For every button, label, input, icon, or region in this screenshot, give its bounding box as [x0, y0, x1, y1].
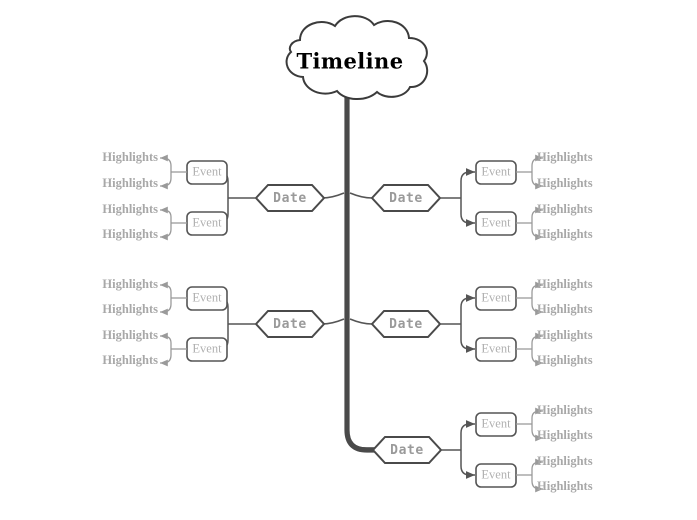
hexagon-shape [254, 184, 326, 212]
highlight-label: Highlights [102, 176, 158, 190]
root-label: Timeline [297, 49, 404, 74]
event-node-2-right-a[interactable]: Event [475, 286, 517, 311]
event-node-2-left-a[interactable]: Event [186, 286, 228, 311]
event-node-3-right-a[interactable]: Event [475, 412, 517, 437]
hl-link-1 [160, 154, 172, 172]
spine-to-event-1 [460, 294, 475, 324]
event-node-1-left-a[interactable]: Event [186, 160, 228, 185]
event-node-1-right-b[interactable]: Event [475, 211, 517, 236]
highlight-label: Highlights [537, 428, 593, 442]
hl-link-3 [531, 206, 543, 223]
hl-link-4 [531, 223, 543, 241]
branch-2-right: Date Event Highlights Highlights Event H… [349, 277, 593, 367]
highlight-label: Highlights [102, 227, 158, 241]
date-label: Date [389, 191, 423, 206]
hl-link-1 [531, 154, 543, 172]
date-node-1-left[interactable]: Date [254, 184, 326, 212]
trunk-to-date-link [321, 192, 345, 199]
central-trunk [344, 92, 381, 453]
event-node-3-right-b[interactable]: Event [475, 463, 517, 488]
event-label: Event [481, 215, 511, 229]
highlight-label: Highlights [102, 328, 158, 342]
date-label: Date [390, 443, 424, 458]
hl-link-1 [531, 407, 543, 424]
hl-link-2 [531, 172, 543, 190]
spine-to-event-2 [460, 198, 475, 227]
highlight-label: Highlights [537, 479, 593, 493]
date-label: Date [273, 317, 307, 332]
hl-link-4 [160, 223, 172, 241]
hl-link-3 [531, 458, 543, 475]
event-node-1-right-a[interactable]: Event [475, 160, 517, 185]
hl-link-1 [531, 281, 543, 298]
highlight-label: Highlights [537, 403, 593, 417]
hl-link-3 [160, 332, 172, 349]
hl-link-4 [531, 475, 543, 493]
event-label: Event [192, 215, 222, 229]
event-label: Event [192, 341, 222, 355]
event-label: Event [192, 164, 222, 178]
highlight-label: Highlights [102, 202, 158, 216]
event-label: Event [481, 341, 511, 355]
hl-link-2 [531, 298, 543, 316]
date-node-2-right[interactable]: Date [370, 310, 442, 338]
branch-1-right: Date Event Highlights Highlights Event H… [349, 150, 593, 241]
event-node-2-right-b[interactable]: Event [475, 337, 517, 362]
branch-3-right: Date Event Highlights Highlights Event H… [371, 403, 593, 493]
trunk-to-date-link [349, 192, 373, 199]
highlight-label: Highlights [537, 302, 593, 316]
highlight-label: Highlights [102, 302, 158, 316]
event-label: Event [481, 164, 511, 178]
event-label: Event [481, 416, 511, 430]
highlight-label: Highlights [537, 176, 593, 190]
spine-to-event-2 [460, 324, 475, 353]
highlight-label: Highlights [102, 353, 158, 367]
date-node-1-right[interactable]: Date [370, 184, 442, 212]
highlight-label: Highlights [537, 150, 593, 164]
hl-link-2 [160, 298, 172, 316]
trunk-to-date-link [321, 318, 345, 325]
highlight-label: Highlights [537, 328, 593, 342]
hl-link-2 [160, 172, 172, 190]
root-node-cloud[interactable]: Timeline [285, 15, 429, 100]
hl-link-3 [160, 206, 172, 223]
highlight-label: Highlights [537, 454, 593, 468]
event-node-2-left-b[interactable]: Event [186, 337, 228, 362]
date-label: Date [273, 191, 307, 206]
highlight-label: Highlights [102, 277, 158, 291]
date-label: Date [389, 317, 423, 332]
event-label: Event [481, 290, 511, 304]
highlight-label: Highlights [537, 277, 593, 291]
branch-1-left: Date Event Highlights Highlights Event H… [102, 150, 345, 241]
hl-link-4 [531, 349, 543, 367]
hl-link-4 [160, 349, 172, 367]
hl-link-1 [160, 281, 172, 298]
event-label: Event [481, 467, 511, 481]
hl-link-3 [531, 332, 543, 349]
highlight-label: Highlights [537, 202, 593, 216]
date-node-2-left[interactable]: Date [254, 310, 326, 338]
branch-2-left: Date Event Highlights Highlights Event H… [102, 277, 345, 367]
hexagon-shape [254, 310, 326, 338]
spine-to-event-1 [460, 168, 475, 198]
date-node-3-right[interactable]: Date [371, 436, 443, 464]
event-node-1-left-b[interactable]: Event [186, 211, 228, 236]
hl-link-2 [531, 424, 543, 442]
cloud-shape [285, 15, 429, 100]
event-label: Event [192, 290, 222, 304]
spine-to-event-1 [460, 420, 475, 450]
spine-to-event-2 [460, 450, 475, 479]
trunk-to-date-link [349, 318, 373, 325]
highlight-label: Highlights [537, 227, 593, 241]
highlight-label: Highlights [102, 150, 158, 164]
highlight-label: Highlights [537, 353, 593, 367]
